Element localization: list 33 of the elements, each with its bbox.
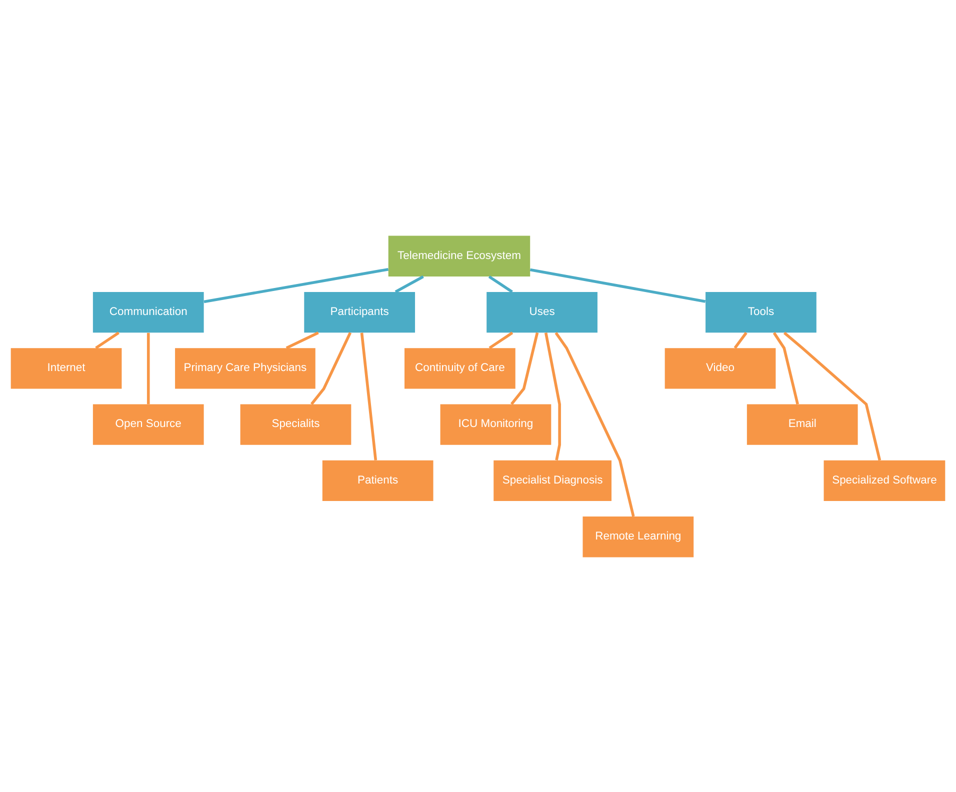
node-box: Specialist Diagnosis [494, 460, 612, 501]
node-box: Video [664, 348, 776, 388]
connector [488, 274, 513, 293]
node-box: Internet [10, 348, 122, 388]
node-box: Specialized Software [824, 460, 946, 501]
connector [204, 267, 389, 303]
node-box: Primary Care Physicians [175, 348, 316, 388]
connector [510, 332, 539, 404]
connector [734, 331, 748, 348]
connector [146, 332, 150, 404]
node-box: Specialits [240, 404, 352, 444]
node-box: Remote Learning [582, 516, 694, 557]
node-box: Participants [304, 291, 416, 332]
connector [286, 330, 319, 349]
node-box: Communication [92, 291, 204, 332]
node-box: ICU Monitoring [440, 404, 552, 444]
connector [783, 331, 882, 460]
connector [488, 331, 514, 349]
connector [394, 274, 424, 293]
connector [772, 332, 799, 404]
connector [360, 332, 378, 460]
node-box: Tools [706, 291, 816, 332]
node-box: Email [746, 404, 858, 444]
connector [554, 331, 635, 516]
connector [310, 332, 352, 404]
node-box: Open Source [92, 404, 204, 444]
connector [95, 331, 120, 349]
connector [544, 332, 561, 460]
node-box: Telemedicine Ecosystem [388, 235, 530, 276]
node-box: Patients [322, 460, 434, 501]
node-box: Continuity of Care [404, 348, 516, 388]
connector [530, 268, 706, 302]
node-box: Uses [486, 291, 598, 332]
